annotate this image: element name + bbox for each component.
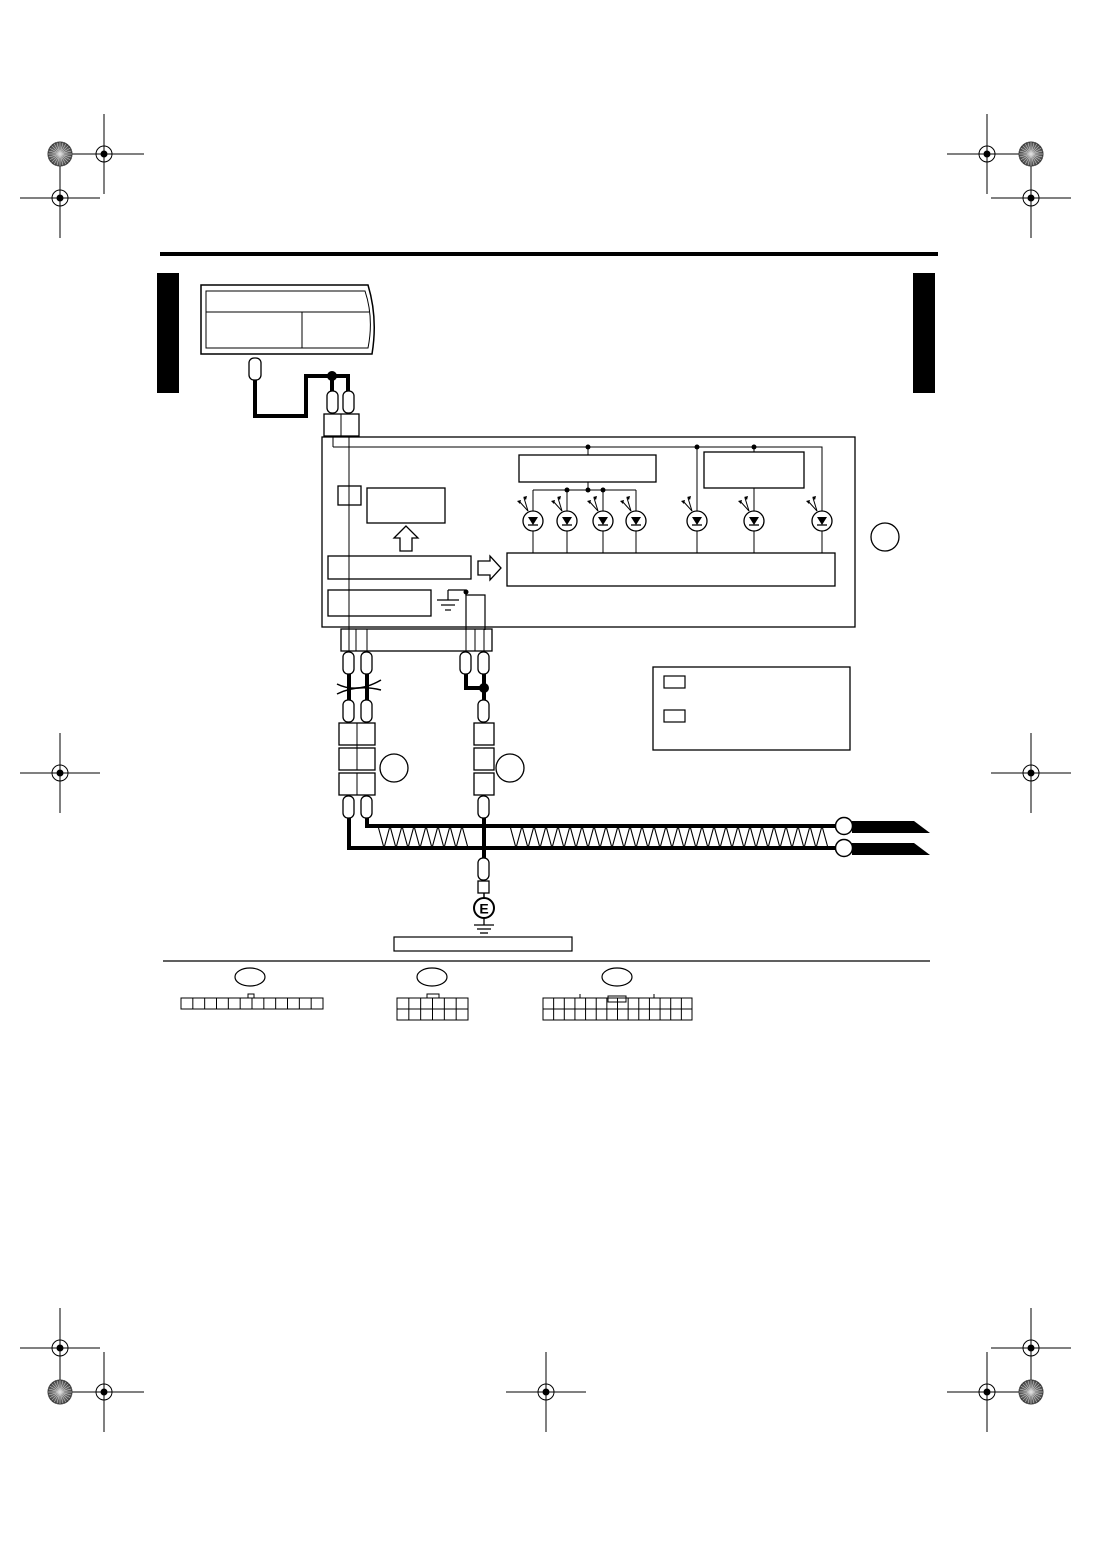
ground-e-icon: E — [473, 897, 495, 934]
splice-point — [327, 371, 337, 381]
registration-target-icon — [47, 141, 73, 167]
connector-badge-left — [379, 753, 409, 783]
lower-harness — [336, 628, 836, 898]
side-tab-right — [913, 273, 935, 393]
connector-badge-right — [495, 753, 525, 783]
chassis-ground-symbol — [437, 589, 486, 630]
registration-cross-icon — [947, 114, 1027, 194]
caption-box — [393, 936, 573, 952]
unit-connector-badge — [870, 522, 900, 552]
header-rule — [160, 252, 938, 256]
led-icon — [551, 490, 578, 553]
junction-dot — [463, 589, 469, 595]
led-icon — [620, 490, 647, 553]
side-tab-left — [157, 273, 179, 393]
registration-cross-icon — [20, 733, 100, 813]
registration-cross-icon — [947, 1352, 1027, 1432]
upper-harness — [248, 357, 360, 630]
led-icon — [806, 496, 833, 553]
twisted-pair-marks — [377, 823, 829, 851]
print-registration-marks — [20, 114, 1071, 1432]
bus-terminals — [834, 816, 930, 858]
registration-cross-icon — [64, 1352, 144, 1432]
splice-point — [479, 683, 489, 693]
led-icon — [587, 490, 614, 553]
ground-label: E — [479, 901, 488, 917]
registration-cross-icon — [991, 733, 1071, 813]
registration-target-icon — [1018, 1379, 1044, 1405]
registration-cross-icon — [20, 1308, 100, 1388]
led-icon — [681, 496, 708, 553]
registration-cross-icon — [20, 158, 100, 238]
legend — [652, 666, 851, 751]
fuse-box — [200, 284, 375, 355]
led-indicators — [517, 444, 833, 553]
connector-face-views — [180, 967, 693, 1021]
registration-target-icon — [1018, 141, 1044, 167]
led-icon — [738, 496, 765, 553]
led-icon — [517, 490, 544, 553]
registration-cross-icon — [506, 1352, 586, 1432]
registration-cross-icon — [64, 114, 144, 194]
registration-cross-icon — [991, 1308, 1071, 1388]
main-unit — [321, 436, 856, 628]
registration-cross-icon — [991, 158, 1071, 238]
registration-target-icon — [47, 1379, 73, 1405]
